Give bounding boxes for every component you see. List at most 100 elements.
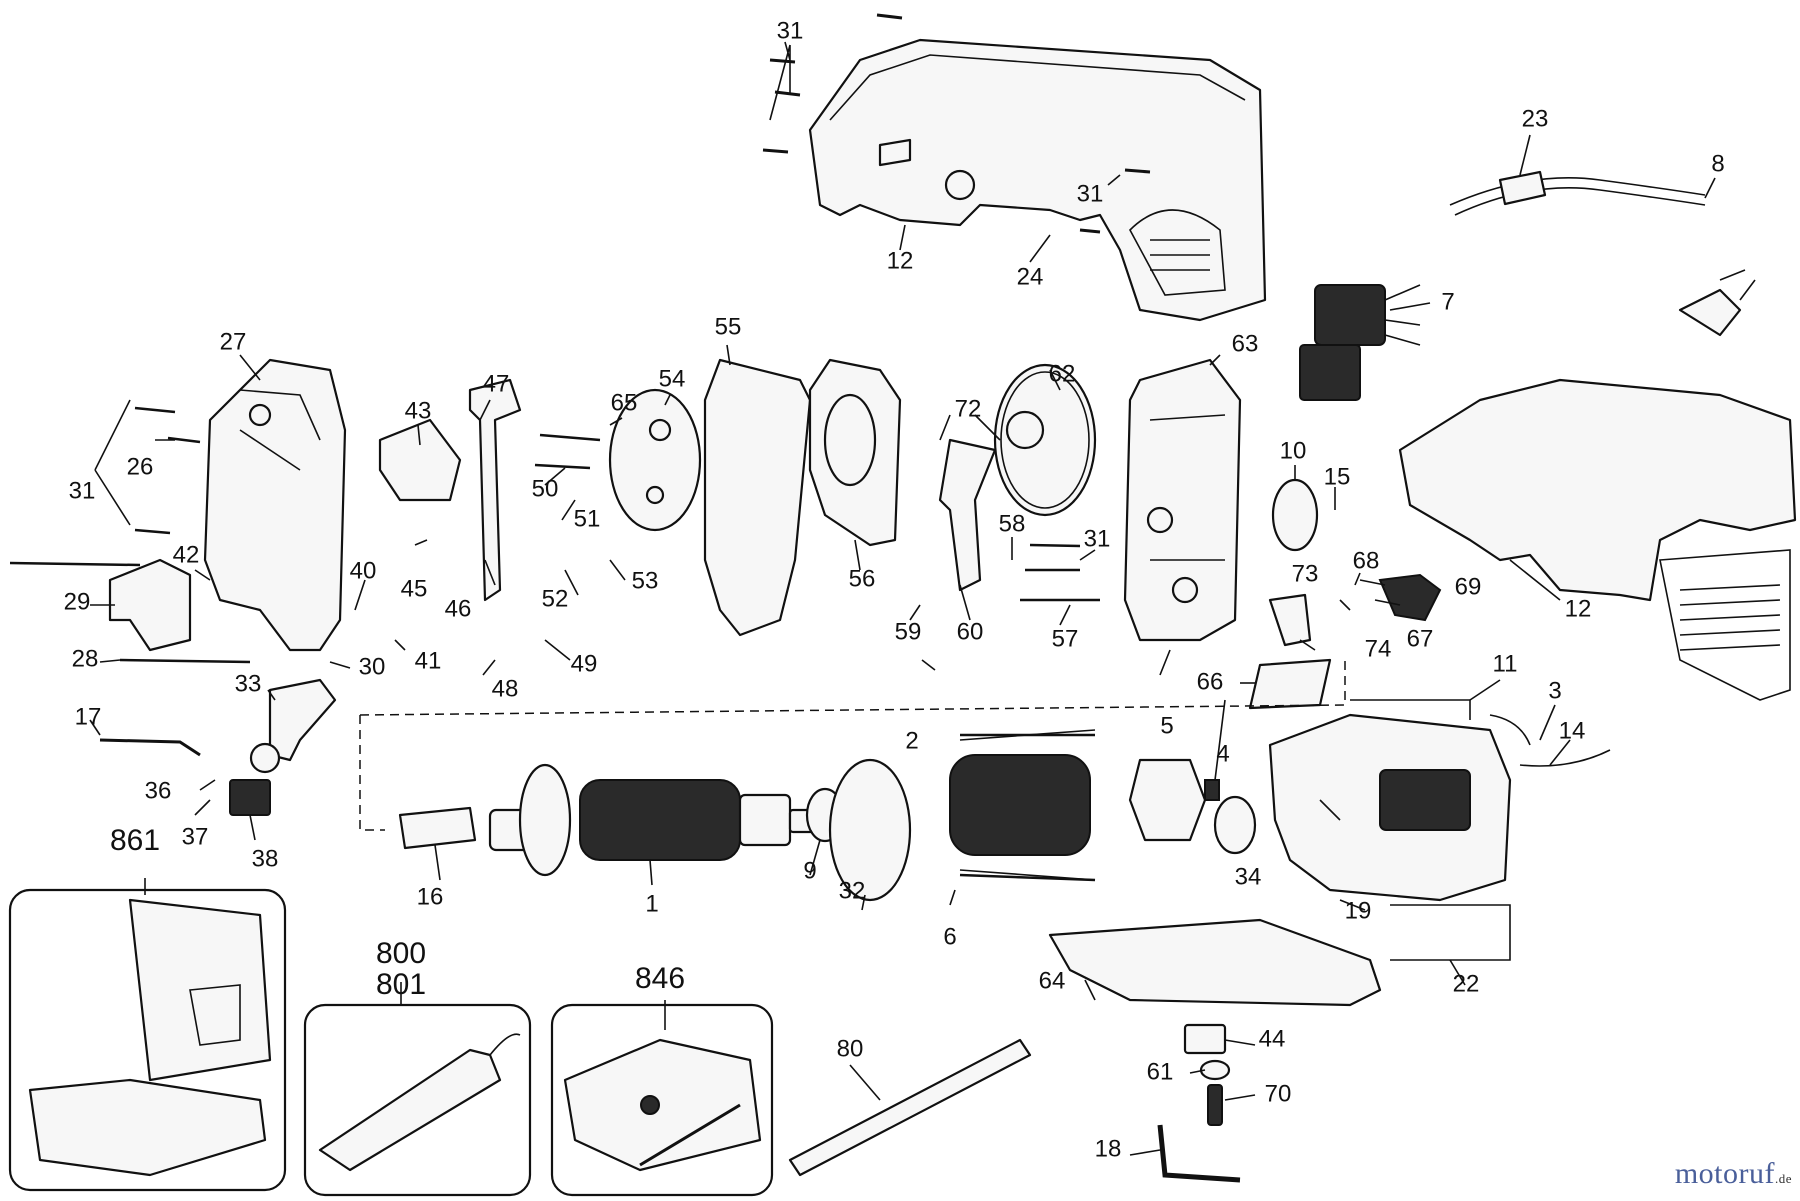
linkage xyxy=(938,438,997,592)
watermark-logo: motoruf.de xyxy=(1675,1157,1792,1191)
callout-p30: 30 xyxy=(359,653,386,680)
callout-p41: 41 xyxy=(415,647,442,674)
cap-screw xyxy=(1207,1084,1223,1126)
callout-p49: 49 xyxy=(571,650,598,677)
callout-p50: 50 xyxy=(532,475,559,502)
bearing xyxy=(1271,478,1319,552)
callout-p54: 54 xyxy=(659,365,686,392)
callout-p69: 69 xyxy=(1455,573,1482,600)
baffle xyxy=(828,758,912,902)
callout-p9: 9 xyxy=(803,857,816,884)
callout-p17: 17 xyxy=(75,703,102,730)
callout-p6: 6 xyxy=(943,923,956,950)
callout-p61: 61 xyxy=(1147,1058,1174,1085)
callout-p31b: 31 xyxy=(1077,180,1104,207)
callout-p48: 48 xyxy=(492,675,519,702)
callout-p31a: 31 xyxy=(777,17,804,44)
motor-housing xyxy=(1268,699,1512,961)
callout-p40: 40 xyxy=(350,557,377,584)
callout-p72: 72 xyxy=(955,395,982,422)
leader-lines xyxy=(89,41,1716,1156)
callout-p65: 65 xyxy=(611,389,638,416)
callout-p74: 74 xyxy=(1365,635,1392,662)
callout-p23: 23 xyxy=(1522,105,1549,132)
callout-p73: 73 xyxy=(1292,560,1319,587)
fan-spacer xyxy=(398,806,477,850)
callout-labels: 31 12 31 24 23 8 7 12 27 26 31 42 29 28 … xyxy=(64,17,1725,1162)
callout-p27: 27 xyxy=(220,328,247,355)
callout-p45: 45 xyxy=(401,575,428,602)
callout-p57: 57 xyxy=(1052,625,1079,652)
callout-p37: 37 xyxy=(182,823,209,850)
callout-p3: 3 xyxy=(1548,677,1561,704)
callout-p861: 861 xyxy=(110,824,160,857)
callout-p800: 800 xyxy=(376,937,426,970)
switch xyxy=(1299,284,1421,401)
accessory-box-846 xyxy=(550,1003,774,1197)
wrench-strap xyxy=(788,1038,1032,1177)
spring-plate xyxy=(1268,593,1312,647)
lever xyxy=(468,378,522,602)
roller-support xyxy=(249,678,337,774)
callout-p60: 60 xyxy=(957,618,984,645)
callout-p34: 34 xyxy=(1235,863,1262,890)
part-drawings xyxy=(8,13,1797,1197)
callout-p4: 4 xyxy=(1216,740,1229,767)
name-plate xyxy=(1248,658,1332,710)
callout-p15: 15 xyxy=(1324,463,1351,490)
bracket xyxy=(108,558,192,652)
callout-p59: 59 xyxy=(895,618,922,645)
callout-p70: 70 xyxy=(1265,1080,1292,1107)
housing-half-right xyxy=(1398,378,1797,701)
callout-p55: 55 xyxy=(715,313,742,340)
callout-p42: 42 xyxy=(173,541,200,568)
gear-housing xyxy=(203,358,347,652)
callout-p43: 43 xyxy=(405,397,432,424)
callout-p5: 5 xyxy=(1160,712,1173,739)
watermark-suffix: .de xyxy=(1774,1171,1792,1186)
callout-p58: 58 xyxy=(999,510,1026,537)
accessory-box-800-801 xyxy=(303,1003,532,1197)
callout-p64: 64 xyxy=(1039,967,1066,994)
callout-p19: 19 xyxy=(1345,897,1372,924)
switch-trigger xyxy=(1378,573,1442,622)
callout-p24: 24 xyxy=(1017,263,1044,290)
callout-p53: 53 xyxy=(632,567,659,594)
watermark-brand: motoruf xyxy=(1674,1157,1775,1190)
callout-p32: 32 xyxy=(839,877,866,904)
hex-key xyxy=(1157,1124,1241,1183)
callout-p8: 8 xyxy=(1711,150,1724,177)
callout-p31d: 31 xyxy=(1084,525,1111,552)
callout-p26: 26 xyxy=(127,453,154,480)
field-coil xyxy=(949,729,1096,881)
housing-half-top xyxy=(808,38,1267,322)
armature xyxy=(488,763,827,877)
washer xyxy=(1199,1059,1231,1081)
callout-p18: 18 xyxy=(1095,1135,1122,1162)
brush-holder xyxy=(1128,758,1207,842)
screws xyxy=(9,13,1151,882)
callout-p12b: 12 xyxy=(1565,595,1592,622)
bearing-plate xyxy=(808,358,902,547)
callout-p56: 56 xyxy=(849,565,876,592)
brush-ring xyxy=(1213,795,1257,855)
callout-p28: 28 xyxy=(72,645,99,672)
callout-p801: 801 xyxy=(376,968,426,1001)
callout-p2: 2 xyxy=(905,727,918,754)
callout-p80: 80 xyxy=(837,1035,864,1062)
callout-p52: 52 xyxy=(542,585,569,612)
callout-p7: 7 xyxy=(1441,288,1454,315)
callout-p22: 22 xyxy=(1453,970,1480,997)
callout-p33: 33 xyxy=(235,670,262,697)
gear-case xyxy=(1123,358,1242,642)
callout-p47: 47 xyxy=(483,370,510,397)
gasket xyxy=(703,358,812,637)
callout-p63: 63 xyxy=(1232,330,1259,357)
callout-p846: 846 xyxy=(635,962,685,995)
callout-p62: 62 xyxy=(1049,360,1076,387)
callout-p67: 67 xyxy=(1407,625,1434,652)
callout-p1: 1 xyxy=(645,890,658,917)
plug xyxy=(1678,269,1756,337)
callout-p10: 10 xyxy=(1280,437,1307,464)
callout-p68: 68 xyxy=(1353,547,1380,574)
